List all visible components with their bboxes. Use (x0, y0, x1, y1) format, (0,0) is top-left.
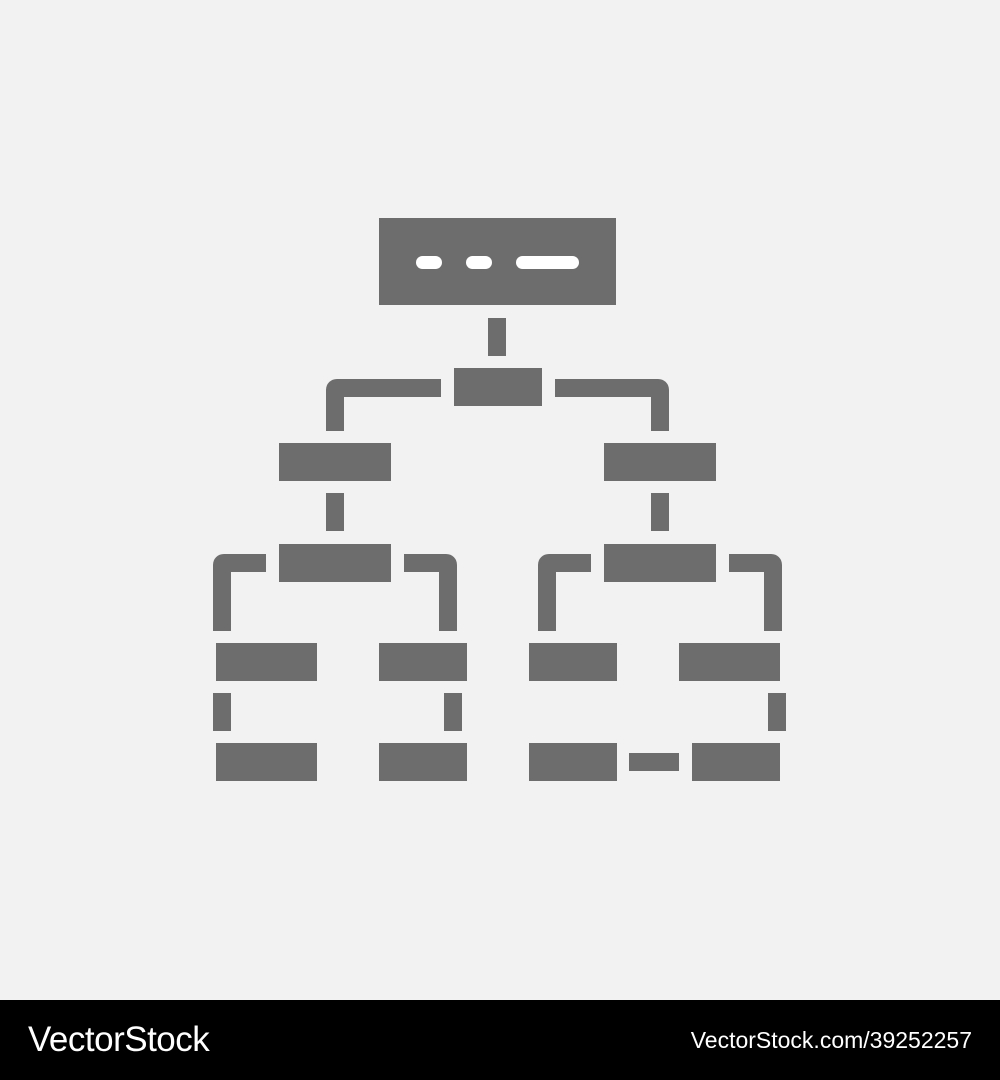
hub-node (454, 368, 542, 406)
connector (651, 493, 669, 531)
root-node-dot (466, 256, 492, 269)
leaf-node (692, 743, 780, 781)
connector (768, 693, 786, 731)
level2-node-right (604, 544, 716, 582)
leaf-node (216, 643, 317, 681)
elbow-connector (213, 554, 266, 631)
connector (488, 318, 506, 356)
root-node-dot (416, 256, 442, 269)
level2-node-left (279, 544, 391, 582)
elbow-connector (326, 379, 441, 431)
level1-node-left (279, 443, 391, 481)
level1-node-right (604, 443, 716, 481)
elbow-connector (555, 379, 669, 431)
root-node-line (516, 256, 579, 269)
root-node (379, 218, 616, 305)
leaf-node (379, 743, 467, 781)
leaf-node (529, 643, 617, 681)
elbow-connector (729, 554, 782, 631)
connector (326, 493, 344, 531)
leaf-node (216, 743, 317, 781)
connector (629, 753, 679, 771)
leaf-node (679, 643, 780, 681)
leaf-node (379, 643, 467, 681)
elbow-connector (538, 554, 591, 631)
connector (444, 693, 462, 731)
watermark-brand: VectorStock (28, 1020, 210, 1059)
watermark-bar: VectorStock VectorStock.com/39252257 (0, 1000, 1000, 1080)
leaf-node (529, 743, 617, 781)
watermark-image-id: VectorStock.com/39252257 (690, 1026, 972, 1053)
connector (213, 693, 231, 731)
elbow-connector (404, 554, 457, 631)
illustration-canvas (213, 218, 786, 781)
hierarchy-structure-icon (213, 218, 786, 781)
